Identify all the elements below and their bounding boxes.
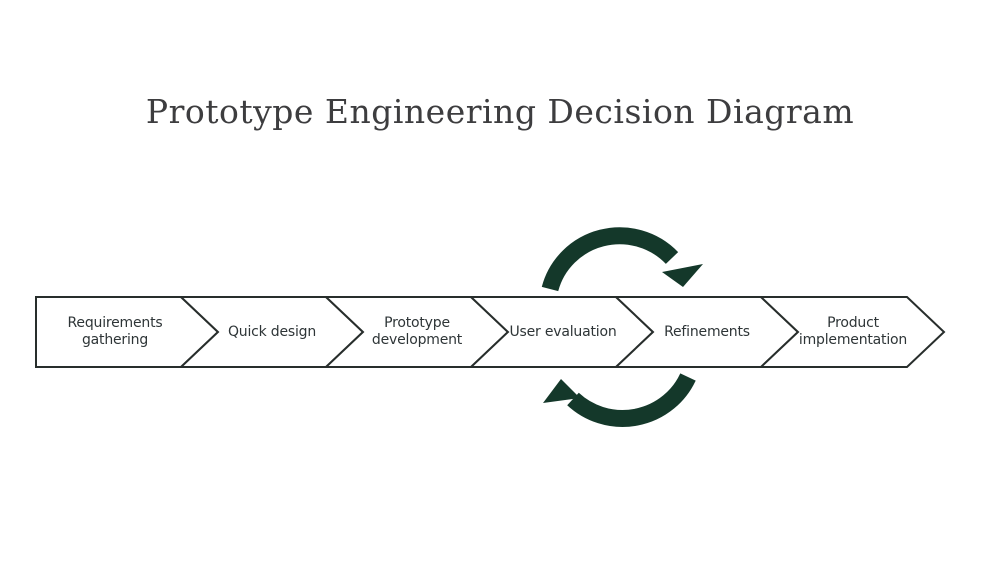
loop-arrow-bottom-arc [567,373,696,427]
loop-arrow-bottom-icon [543,373,696,427]
loop-arrow-top-icon [541,227,703,292]
loop-arrow-top-arc [541,227,679,292]
chevron-step-6 [758,296,946,368]
diagram-title: Prototype Engineering Decision Diagram [145,92,855,131]
loop-arrow-top-head [662,264,703,287]
loop-arrow-bottom-head [543,379,580,403]
